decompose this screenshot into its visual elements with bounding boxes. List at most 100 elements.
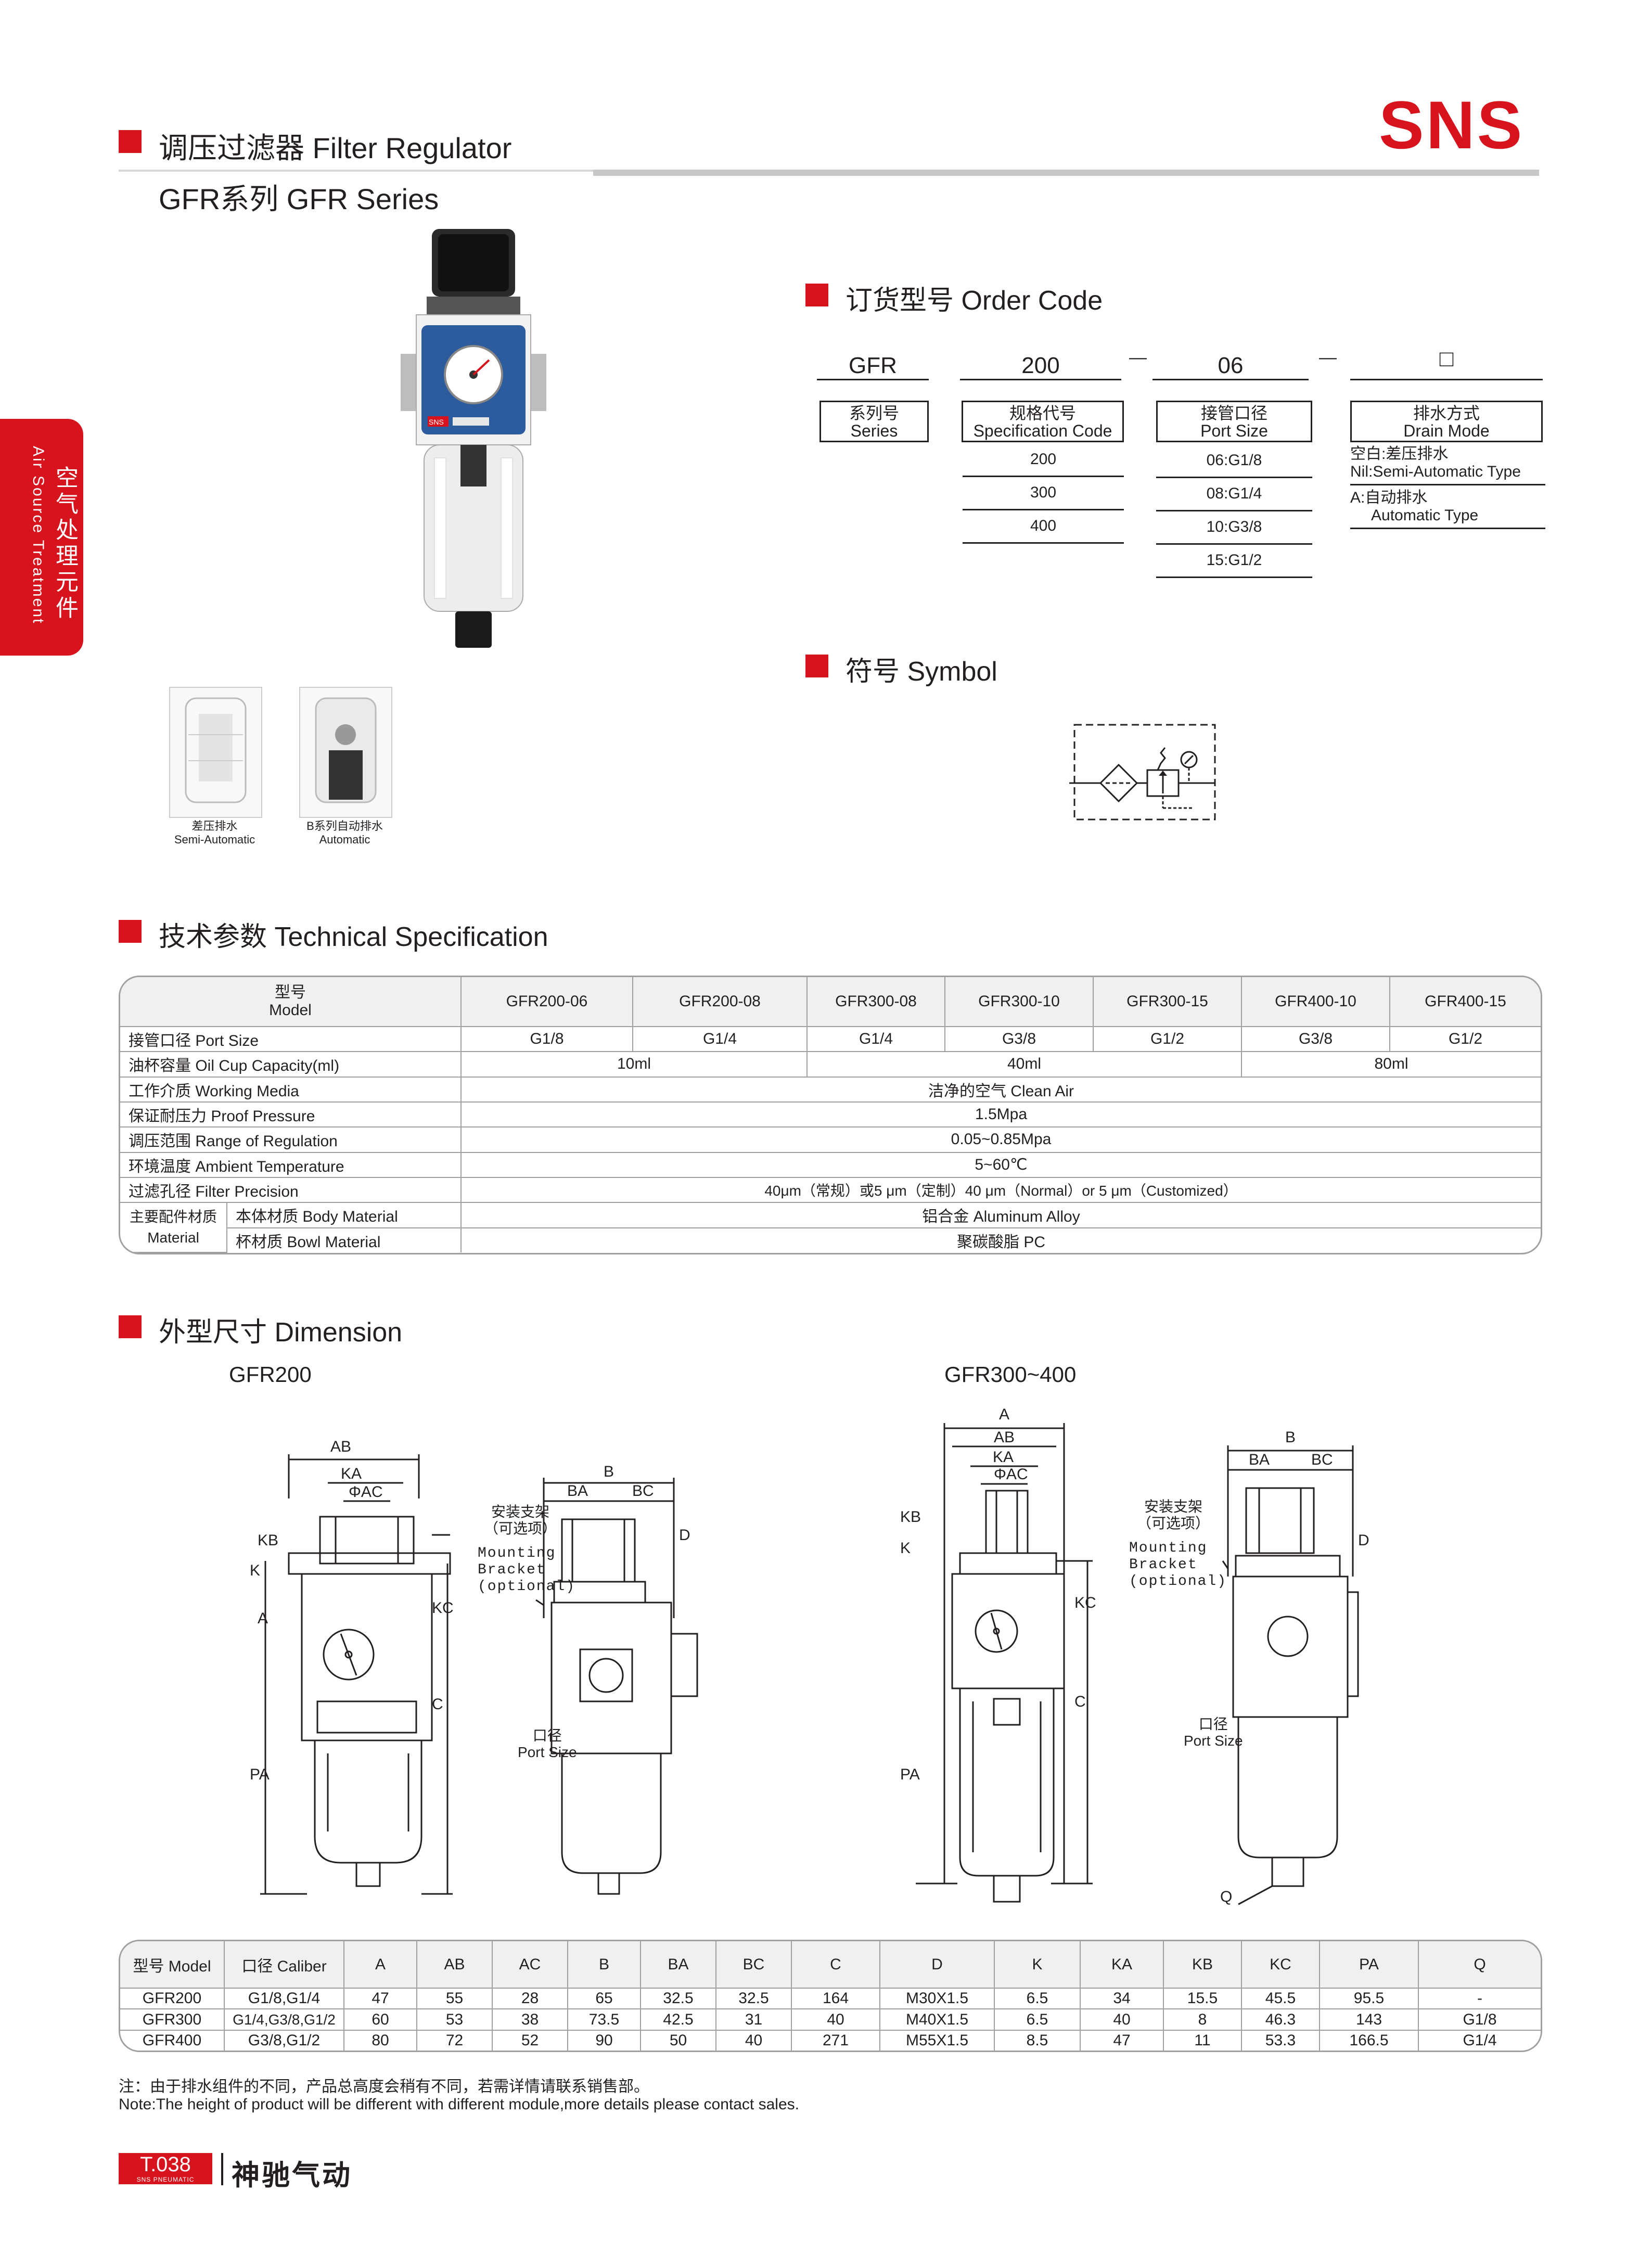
code-port: 06 — [1218, 353, 1244, 378]
bracket-cn: 安装支架 — [1144, 1498, 1203, 1515]
table-cell: M40X1.5 — [879, 2008, 995, 2031]
table-row: 工作介质 Working Media 洁净的空气 Clean Air — [120, 1076, 1541, 1103]
port-option: 10:G3/8 — [1156, 518, 1312, 545]
dim-label: A — [258, 1610, 268, 1627]
port-cn: 口径 — [1198, 1716, 1228, 1732]
table-row: 主要配件材质 Material 本体材质 Body Material 铝合金 A… — [120, 1202, 1541, 1253]
table-row: 油杯容量 Oil Cup Capacity(ml) 10ml 40ml 80ml — [120, 1051, 1541, 1078]
code-series: GFR — [849, 353, 897, 378]
dim-label: KA — [993, 1449, 1014, 1466]
dim-label: C — [1074, 1693, 1086, 1710]
box-port-en: Port Size — [1200, 421, 1268, 440]
code-underline — [817, 379, 929, 380]
variant-caption-auto: B系列自动排水 Automatic — [286, 819, 403, 847]
table-cell: G1/4 — [1418, 2029, 1541, 2051]
row-label: 油杯容量 Oil Cup Capacity(ml) — [120, 1051, 462, 1078]
box-port-cn: 接管口径 — [1200, 404, 1267, 422]
dim-label: KB — [258, 1532, 278, 1549]
table-cell: G3/8 — [1241, 1026, 1390, 1053]
table-cell: 32.5 — [640, 1987, 716, 2010]
side-tab-cn: 空气处理元件 — [52, 466, 78, 622]
dim-label: BA — [567, 1482, 588, 1500]
variant-image-semi — [169, 687, 262, 818]
bracket-en-1: Mounting — [478, 1545, 556, 1561]
drain-option-auto-cn: A:自动排水 — [1350, 489, 1428, 506]
table-cell: 28 — [492, 1987, 568, 2010]
bracket-en-1: Mounting — [1129, 1540, 1208, 1556]
col-header: 口径 Caliber — [224, 1941, 344, 1989]
dim-label: KB — [900, 1508, 921, 1526]
drain-option-nil-cn: 空白:差压排水 — [1350, 445, 1449, 463]
drain-option-auto-en: Automatic Type — [1371, 507, 1479, 524]
table-cell: 5~60℃ — [460, 1151, 1541, 1178]
gfr200-drawing: AB KA ΦAC KB K A KC C PA B BA BC D — [250, 1438, 698, 1895]
bracket-en-right: Mounting Bracket (optional) — [1129, 1540, 1227, 1590]
row-label: 本体材质 Body Material — [226, 1202, 462, 1228]
table-cell: 52 — [492, 2029, 568, 2051]
dim-right-title: GFR300~400 — [944, 1362, 1077, 1387]
box-drain-en: Drain Mode — [1403, 421, 1490, 440]
table-cell: 洁净的空气 Clean Air — [460, 1076, 1541, 1103]
table-cell: G1/8,G1/4 — [224, 1987, 344, 2010]
side-tab: 空气处理元件 Air Source Treatment — [0, 419, 83, 656]
symbol-heading: 符号 Symbol — [846, 657, 997, 687]
col-header: BC — [715, 1941, 792, 1989]
port-en: Port Size — [518, 1744, 577, 1760]
tech-spec-table: 型号 Model GFR200-06 GFR200-08 GFR300-08 G… — [119, 976, 1542, 1254]
col-header: Q — [1418, 1941, 1541, 1989]
dim-label: PA — [250, 1766, 270, 1783]
table-cell: 6.5 — [994, 2008, 1081, 2031]
table-cell: G1/4,G3/8,G1/2 — [224, 2008, 344, 2031]
table-cell: GFR300 — [120, 2008, 225, 2031]
col-header: KA — [1080, 1941, 1164, 1989]
dim-label: C — [432, 1696, 443, 1713]
bracket-opt-cn: （可选项） — [1137, 1515, 1210, 1531]
table-cell: 80 — [343, 2029, 417, 2051]
box-spec-en: Specification Code — [973, 421, 1112, 440]
table-cell: 143 — [1319, 2008, 1419, 2031]
table-cell: 271 — [791, 2029, 880, 2051]
variant-caption-auto-en: Automatic — [319, 833, 370, 846]
col-header: PA — [1319, 1941, 1419, 1989]
model-cell: GFR300-08 — [806, 977, 945, 1027]
table-cell: 166.5 — [1319, 2029, 1419, 2051]
row-label: 调压范围 Range of Regulation — [120, 1126, 462, 1153]
table-cell: G3/8 — [944, 1026, 1094, 1053]
table-cell: 55 — [416, 1987, 493, 2010]
dim-label: KC — [1074, 1594, 1096, 1611]
table-cell: G1/2 — [1093, 1026, 1242, 1053]
page-code: T.038 — [140, 2153, 191, 2176]
table-row: 调压范围 Range of Regulation 0.05~0.85Mpa — [120, 1126, 1541, 1153]
model-label-en: Model — [269, 1002, 312, 1019]
dim-label: KA — [341, 1465, 362, 1482]
table-cell: 8 — [1163, 2008, 1242, 2031]
dim-label: D — [679, 1527, 690, 1544]
variant-image-auto — [299, 687, 392, 818]
spec-option: 200 — [963, 451, 1124, 477]
page-title: 调压过滤器 Filter Regulator — [159, 132, 512, 164]
model-cell: GFR200-06 — [460, 977, 633, 1027]
dimension-heading: 外型尺寸 Dimension — [159, 1317, 403, 1348]
port-label-left: 口径 Port Size — [518, 1727, 577, 1761]
dim-label: B — [1285, 1429, 1296, 1446]
table-cell: 46.3 — [1241, 2008, 1320, 2031]
col-header: BA — [640, 1941, 716, 1989]
table-cell: G1/2 — [1389, 1026, 1541, 1053]
row-label: 保证耐压力 Proof Pressure — [120, 1101, 462, 1128]
table-cell: 80ml — [1241, 1051, 1541, 1078]
bracket-en-left: Mounting Bracket (optional) — [478, 1545, 575, 1595]
gfr300-drawing: A AB KA ΦAC KB K KC C PA B BA BC D Q — [900, 1406, 1369, 1905]
material-label: 主要配件材质 Material — [120, 1202, 227, 1253]
table-cell: G1/8 — [460, 1026, 633, 1053]
dim-left-title: GFR200 — [229, 1362, 312, 1387]
table-cell: GFR200 — [120, 1987, 225, 2010]
box-drain: 排水方式 Drain Mode — [1350, 401, 1543, 442]
table-cell: 38 — [492, 2008, 568, 2031]
table-cell: 90 — [567, 2029, 641, 2051]
row-label: 环境温度 Ambient Temperature — [120, 1151, 462, 1178]
model-label-cn: 型号 — [275, 984, 306, 1001]
port-option: 06:G1/8 — [1156, 452, 1312, 478]
section-marker — [119, 1315, 142, 1338]
bracket-en-2: Bracket — [1129, 1557, 1198, 1573]
model-cell: GFR200-08 — [632, 977, 808, 1027]
